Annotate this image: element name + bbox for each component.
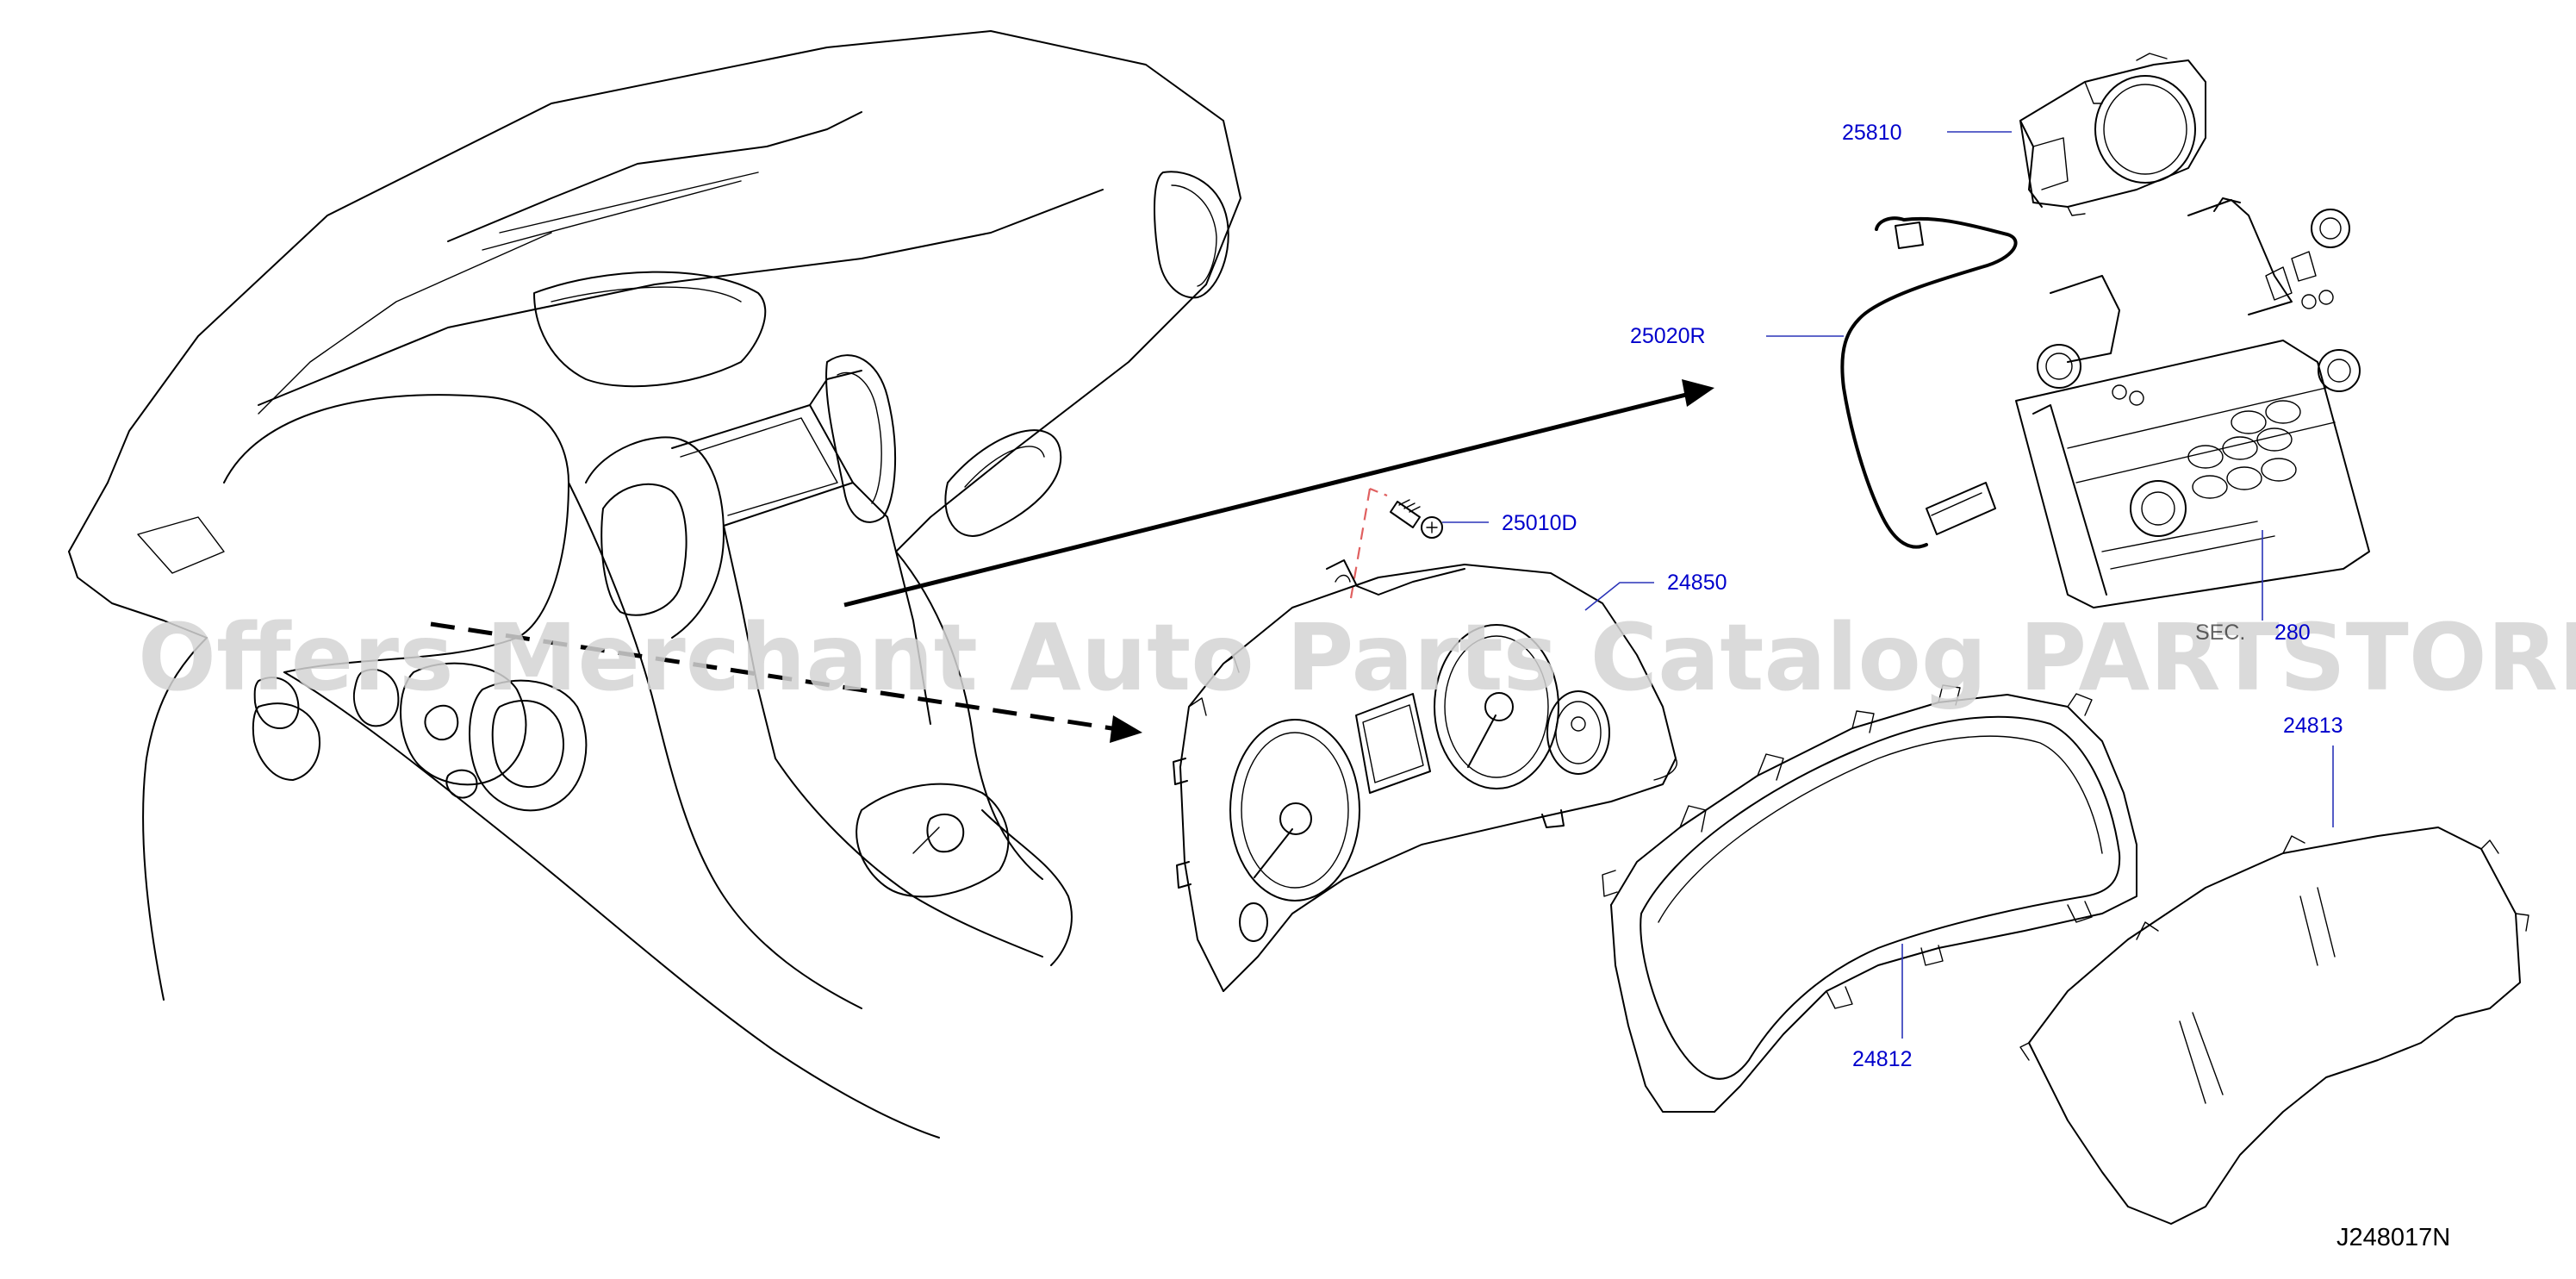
part-number-25810: 25810	[1842, 121, 1902, 145]
part-number-25020r: 25020R	[1630, 324, 1706, 348]
screw-25010d	[1348, 487, 1443, 604]
callout-24812: 24812	[1852, 944, 1913, 1071]
part-number-25010d: 25010D	[1502, 511, 1577, 535]
callout-280: SEC. 280	[2195, 530, 2311, 645]
part-number-280: 280	[2274, 621, 2311, 645]
meter-housing-24812	[1602, 684, 2137, 1113]
watermark-text: Offers Merchant Auto Parts Catalog PARTS…	[138, 605, 2576, 712]
meter-cover-24813	[2019, 827, 2529, 1225]
dashed-arrow-to-cluster	[430, 621, 1142, 743]
audio-control-unit	[2015, 197, 2370, 608]
callout-24850: 24850	[1584, 571, 1727, 611]
callout-25020r: 25020R	[1630, 324, 1844, 348]
section-reference-fragment: SEC.	[2195, 621, 2245, 645]
part-number-24850: 24850	[1667, 571, 1727, 595]
callout-25010d: 25010D	[1442, 511, 1577, 535]
clock-25810	[2019, 53, 2206, 216]
diagram-id: J248017N	[2336, 1224, 2450, 1251]
dashboard-illustration	[68, 30, 1241, 1139]
combination-meter-assembly	[1173, 559, 1677, 992]
part-number-24813: 24813	[2283, 714, 2343, 738]
arrow-to-audio-unit	[843, 379, 1714, 608]
part-number-24812: 24812	[1852, 1047, 1913, 1071]
callout-24813: 24813	[2283, 714, 2343, 827]
harness-25020r	[1840, 216, 2018, 549]
callout-25810: 25810	[1842, 121, 2012, 145]
